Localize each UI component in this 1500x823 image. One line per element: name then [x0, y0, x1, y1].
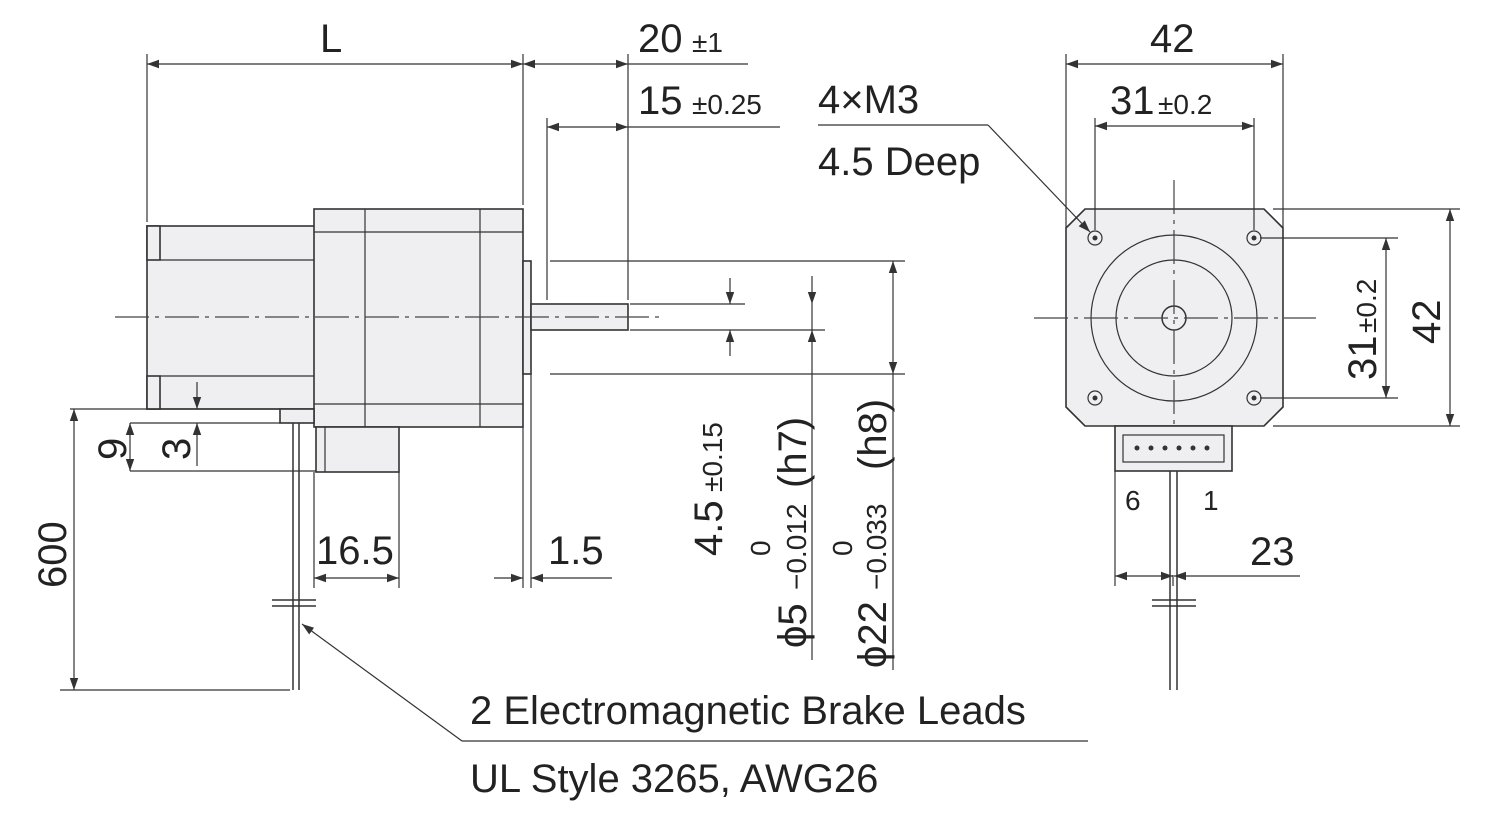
front-view: 6 1 42 31 ±0.2 4×M3 4.5 Deep 31 ±0.2 42 [818, 17, 1460, 690]
shaft-length-value: 20 [638, 17, 683, 61]
dim-16-5: 16.5 [316, 529, 394, 573]
brake-lead-callout: 2 Electromagnetic Brake Leads UL Style 3… [301, 623, 1088, 801]
shaft-dia-prefix: ϕ5 [771, 603, 815, 648]
pin-1-label: 1 [1203, 485, 1219, 516]
pilot-dia-lower: −0.033 [861, 504, 892, 590]
motor-body [313, 208, 524, 428]
shaft-dia-upper: 0 [745, 540, 776, 556]
length-label: L [320, 17, 342, 61]
dim-1-5: 1.5 [548, 529, 604, 573]
hole-spec-line1: 4×M3 [818, 78, 919, 122]
hole-pitch-h-value: 31 [1110, 79, 1155, 123]
lead-length: 600 [31, 521, 75, 588]
hole-pitch-v-tol: ±0.2 [1351, 279, 1382, 333]
flat-length-value: 15 [638, 79, 683, 123]
shaft-dia-lower: −0.012 [781, 504, 812, 590]
pilot-dia-prefix: ϕ22 [851, 601, 895, 668]
callout-line2: UL Style 3265, AWG26 [470, 757, 878, 801]
hole-pitch-h-tol: ±0.2 [1158, 89, 1212, 120]
connector-offset: 23 [1250, 530, 1295, 574]
shaft-length-tol: ±1 [692, 27, 723, 58]
pin-6-label: 6 [1125, 485, 1141, 516]
hole-pitch-v-value: 31 [1341, 336, 1385, 381]
flat-depth-value: 4.5 [687, 500, 731, 556]
mounting-holes [1087, 230, 1262, 406]
hole-spec-line2: 4.5 Deep [818, 140, 980, 184]
height-outer: 42 [1405, 300, 1449, 345]
dim-9: 9 [91, 438, 135, 460]
shaft-dia-fit: (h7) [771, 417, 815, 488]
callout-line1: 2 Electromagnetic Brake Leads [470, 689, 1026, 733]
width-outer: 42 [1150, 17, 1195, 61]
pilot-dia-fit: (h8) [851, 399, 895, 470]
pilot-dia-upper: 0 [827, 540, 858, 556]
flat-length-tol: ±0.25 [692, 89, 762, 120]
connector [1114, 425, 1233, 472]
flat-depth-tol: ±0.15 [697, 422, 728, 492]
dim-3: 3 [155, 438, 199, 460]
side-view: L 20 ±1 15 ±0.25 9 3 600 16.5 [31, 17, 905, 691]
